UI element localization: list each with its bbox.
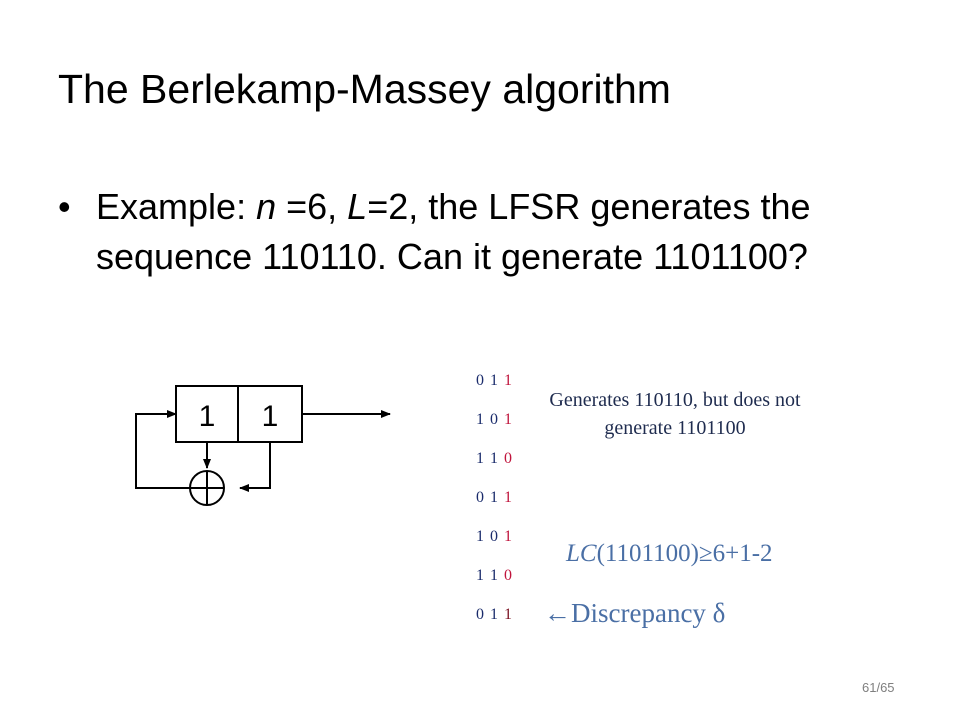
lfsr-cell-2 xyxy=(237,385,303,443)
feedback-bit: 1 xyxy=(504,411,512,428)
bullet-marker: • xyxy=(58,186,71,227)
bullet-lead: Example: xyxy=(96,186,257,227)
lfsr-cell-1-value: 1 xyxy=(199,400,216,433)
lfsr-cell-2-value: 1 xyxy=(262,400,279,433)
discrepancy-label: ←Discrepancy δ xyxy=(544,598,726,628)
var-L: L xyxy=(347,186,368,227)
feedback-bit: 1 xyxy=(504,528,512,545)
state-bit: 0 xyxy=(490,528,498,545)
state-bit: 1 xyxy=(476,411,484,428)
final-bit: 1 xyxy=(504,606,512,623)
bullet-rest: =2, the LFSR generates the sequence 1101… xyxy=(96,186,811,277)
slide-title: The Berlekamp-Massey algorithm xyxy=(58,66,671,112)
feedback-bit: 1 xyxy=(504,489,512,506)
linear-complexity-bound: LC(1101100)≥6+1-2 xyxy=(566,540,773,568)
state-bit: 1 xyxy=(490,606,498,623)
lfsr-diagram: 1 1 xyxy=(135,385,391,506)
state-bit: 0 xyxy=(476,372,484,389)
lc-label: LC xyxy=(566,540,597,567)
state-bit: 1 xyxy=(476,567,484,584)
note-text: Generates 110110, but does not generate … xyxy=(549,389,801,439)
state-bit: 1 xyxy=(490,489,498,506)
state-bit: 0 xyxy=(490,411,498,428)
state-bit: 0 xyxy=(476,606,484,623)
feedback-line xyxy=(135,410,190,489)
feedback-bit: 0 xyxy=(504,567,512,584)
bullet-n-value: =6, xyxy=(276,186,348,227)
lc-expression: (1101100)≥6+1-2 xyxy=(596,540,773,567)
feedback-bit: 0 xyxy=(504,450,512,467)
bullet-text: Example: n =6, L=2, the LFSR generates t… xyxy=(96,182,886,282)
state-bit: 1 xyxy=(490,450,498,467)
var-n: n xyxy=(256,186,277,227)
state-bit: 0 xyxy=(476,489,484,506)
tap-line-2 xyxy=(239,442,271,492)
state-bit: 1 xyxy=(476,528,484,545)
feedback-bit: 1 xyxy=(504,372,512,389)
state-bit: 1 xyxy=(490,372,498,389)
state-bit: 1 xyxy=(476,450,484,467)
page-number: 61/65 xyxy=(862,680,895,695)
state-bit: 1 xyxy=(490,567,498,584)
